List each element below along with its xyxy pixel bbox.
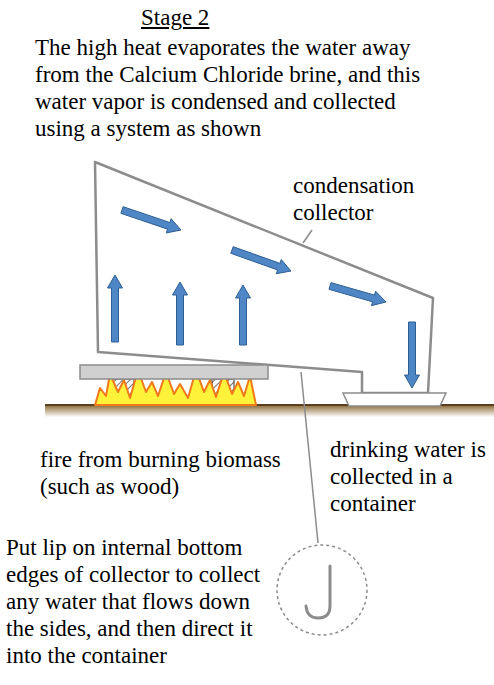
vapor-arrow xyxy=(231,247,291,274)
detail-note: Put lip on internal bottom edges of coll… xyxy=(6,534,272,669)
leader-line xyxy=(301,372,318,543)
water-container xyxy=(343,393,446,406)
lip-profile xyxy=(306,566,330,618)
ground xyxy=(45,405,494,417)
heating-plate xyxy=(80,365,268,379)
part-label: condensation collector xyxy=(293,172,443,226)
vapor-arrow xyxy=(405,322,420,388)
description-text: The high heat evaporates the water away … xyxy=(35,34,435,142)
vapor-arrow xyxy=(121,207,181,233)
vapor-arrow xyxy=(236,285,251,345)
vapor-arrow xyxy=(329,283,386,306)
detail-circle xyxy=(277,545,367,635)
stage-title: Stage 2 xyxy=(141,4,209,31)
leader-line xyxy=(303,230,312,243)
vapor-arrow xyxy=(173,282,188,345)
vapor-arrow xyxy=(108,275,123,342)
part-label: drinking water is collected in a contain… xyxy=(330,436,490,517)
vapor-flow-arrows xyxy=(108,207,420,388)
part-label: fire from burning biomass (such as wood) xyxy=(40,446,290,500)
